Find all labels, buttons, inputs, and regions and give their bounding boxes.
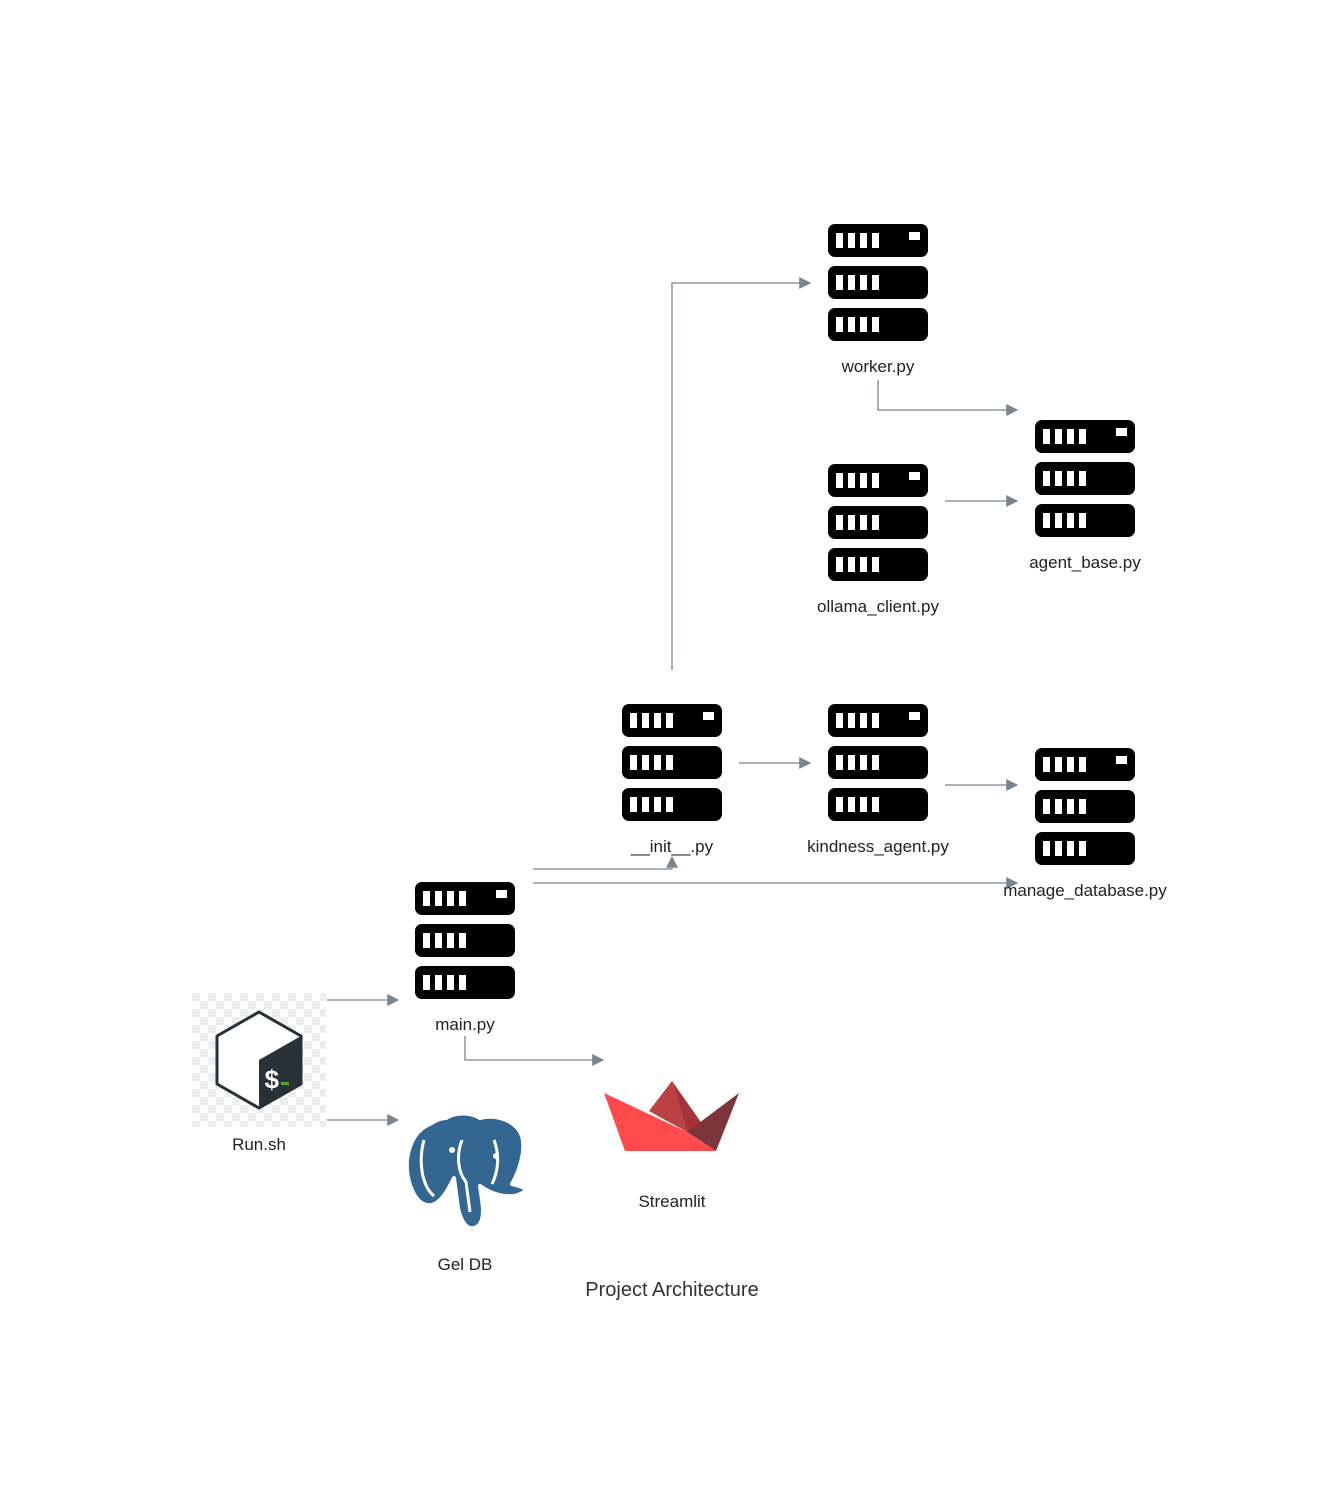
server-icon	[828, 224, 928, 341]
server-icon	[622, 704, 722, 821]
node-main[interactable]: main.py	[415, 882, 515, 1034]
server-icon	[1035, 748, 1135, 865]
server-icon	[1035, 420, 1135, 537]
node-label: agent_base.py	[1029, 553, 1141, 572]
node-agent-base[interactable]: agent_base.py	[1029, 420, 1141, 572]
node-kindness-agent[interactable]: kindness_agent.py	[807, 704, 949, 856]
edge-main-to-init	[533, 855, 678, 870]
server-icon	[828, 464, 928, 581]
node-label: kindness_agent.py	[807, 837, 949, 856]
postgresql-elephant-icon	[404, 1111, 527, 1231]
node-manage-database[interactable]: manage_database.py	[1003, 748, 1167, 900]
edge-init-to-worker	[671, 277, 812, 670]
node-label: ollama_client.py	[817, 597, 939, 616]
node-label: Run.sh	[232, 1135, 286, 1154]
server-icon	[828, 704, 928, 821]
node-label: __init__.py	[630, 837, 714, 856]
node-gel-db[interactable]: Gel DB	[404, 1111, 527, 1275]
server-icon	[415, 882, 515, 999]
node-label: main.py	[435, 1015, 495, 1034]
streamlit-boat-icon	[604, 1081, 739, 1151]
edges	[327, 277, 1019, 1126]
bash-terminal-icon: $	[192, 993, 326, 1127]
node-streamlit[interactable]: Streamlit	[604, 1081, 739, 1211]
edge-main-to-streamlit	[464, 1036, 605, 1066]
node-init[interactable]: __init__.py	[622, 704, 722, 856]
node-label: manage_database.py	[1003, 881, 1167, 900]
edge-worker-to-agent-base	[877, 380, 1019, 416]
node-worker[interactable]: worker.py	[828, 224, 928, 376]
node-label: worker.py	[841, 357, 915, 376]
node-run-sh[interactable]: $ Run.sh	[192, 993, 326, 1154]
diagram-title: Project Architecture	[585, 1279, 758, 1301]
node-label: Streamlit	[638, 1192, 705, 1211]
svg-text:$: $	[264, 1066, 280, 1096]
node-label: Gel DB	[438, 1255, 493, 1274]
node-ollama-client[interactable]: ollama_client.py	[817, 464, 939, 616]
